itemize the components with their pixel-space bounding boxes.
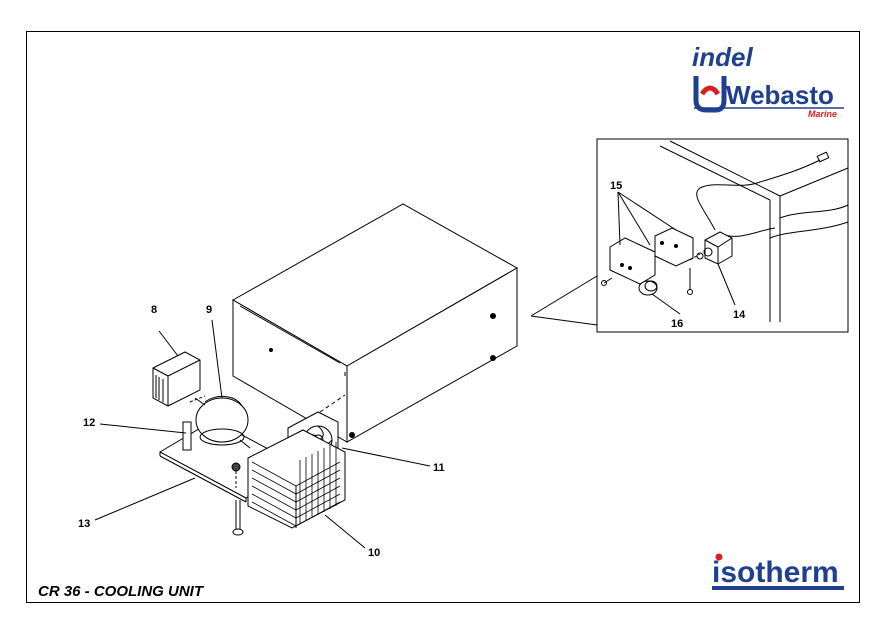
- callout-12: 12: [83, 417, 95, 429]
- callout-11: 11: [433, 462, 445, 474]
- isotherm-logo: isotherm: [712, 553, 844, 590]
- indel-webasto-logo: indel Webasto Marine: [692, 42, 844, 119]
- compressor: [99, 319, 251, 488]
- bolt: [232, 500, 244, 536]
- cabinet-box: [231, 203, 519, 443]
- marine-wordmark: Marine: [808, 109, 837, 119]
- callout-13: 13: [78, 518, 90, 530]
- callout-15: 15: [610, 180, 622, 192]
- isotherm-wordmark: isotherm: [712, 556, 839, 589]
- relay-box: [152, 330, 206, 407]
- callout-9: 9: [206, 304, 212, 316]
- webasto-wordmark: Webasto: [726, 80, 834, 110]
- indel-wordmark: indel: [692, 42, 753, 72]
- detail-inset: [530, 138, 849, 333]
- callout-10: 10: [368, 547, 380, 559]
- drawing-frame: [26, 31, 860, 603]
- callout-16: 16: [671, 318, 683, 330]
- diagram-title: CR 36 - COOLING UNIT: [38, 583, 204, 600]
- callout-8: 8: [151, 304, 157, 316]
- condenser: [247, 429, 366, 549]
- callout-14: 14: [733, 309, 746, 321]
- webasto-mark: [693, 76, 727, 113]
